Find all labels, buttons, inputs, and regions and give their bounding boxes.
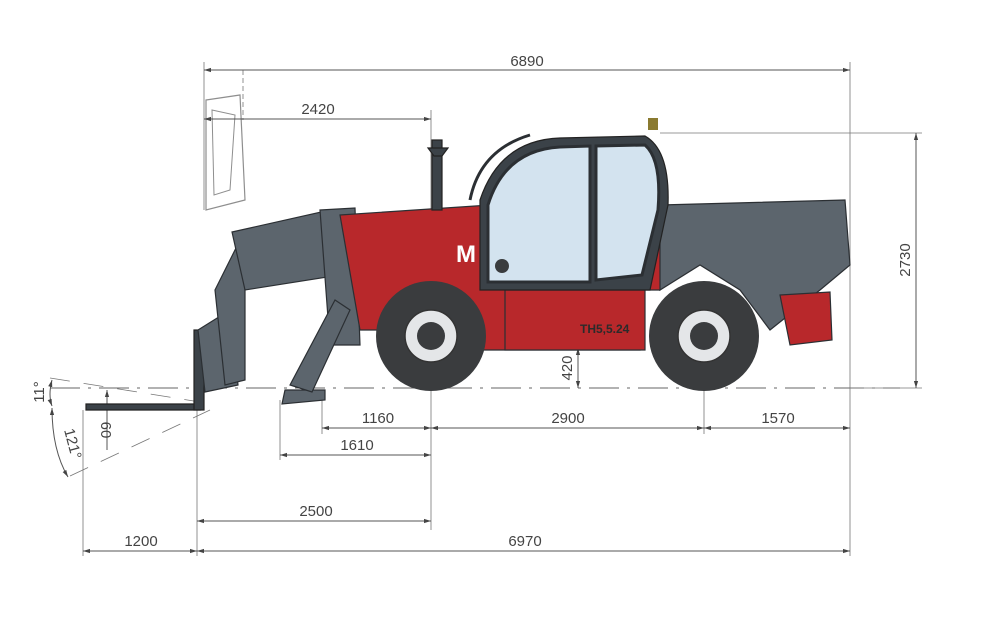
dimension-label: 2900	[551, 410, 584, 427]
dimension-2500: 2500	[197, 503, 431, 524]
rotating-light	[648, 118, 658, 130]
dimension-60: 60	[97, 390, 114, 450]
angle-label: 11°	[31, 381, 48, 403]
counterweight	[779, 291, 833, 346]
cab-handrail	[468, 133, 531, 201]
dimension-label: 1610	[340, 437, 373, 454]
cab-rear-glass	[594, 143, 661, 282]
dimension-label: 60	[97, 422, 114, 439]
dimension-label: 6970	[508, 533, 541, 550]
dimension-label: 2420	[301, 101, 334, 118]
fork-carriage	[85, 229, 246, 411]
raised-carriage-outline	[205, 94, 246, 211]
exhaust	[431, 139, 443, 211]
dimension-1570: 1570	[704, 410, 850, 431]
stabiliser	[281, 299, 351, 405]
dimension-1160: 1160	[322, 410, 431, 431]
body: TH5,5.24	[339, 118, 851, 351]
cab	[468, 133, 669, 291]
dimension-2730: 2730	[897, 133, 919, 388]
dimension-label: 420	[559, 355, 576, 380]
dimension-6970: 6970	[197, 533, 850, 554]
dimension-label: 2730	[897, 243, 914, 276]
dimension-label: 1570	[761, 410, 794, 427]
dimension-2420: 2420	[204, 101, 431, 122]
mirror	[495, 259, 509, 273]
dimension-1200: 1200	[83, 533, 197, 554]
rear-wheel	[649, 281, 759, 391]
brand-logo: M	[456, 241, 476, 268]
dimension-label: 2500	[299, 503, 332, 520]
dimension-label: 1200	[124, 533, 157, 550]
cab-door-glass	[486, 144, 592, 284]
dimension-1610: 1610	[280, 437, 431, 458]
angle-label: 121°	[60, 427, 84, 461]
front-wheel	[376, 281, 486, 391]
side-step	[504, 289, 646, 351]
dimension-420: 420	[559, 348, 581, 388]
fork-tine	[85, 403, 202, 411]
model-label: TH5,5.24	[580, 322, 630, 336]
dimension-6890: 6890	[204, 53, 850, 73]
beacon	[426, 147, 450, 157]
dimension-label: 1160	[362, 410, 394, 427]
dimension-2900: 2900	[431, 410, 704, 431]
fork-tilt-angles: 11° 121°	[31, 377, 211, 478]
dimension-label: 6890	[510, 53, 543, 70]
